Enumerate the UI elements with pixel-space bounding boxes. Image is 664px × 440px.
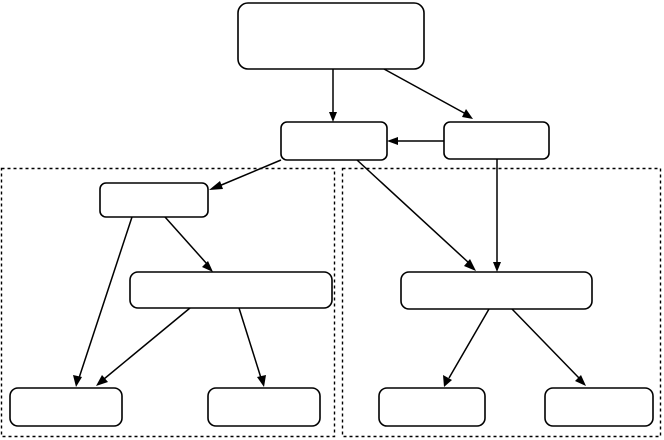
edge-left-wide-to-leaf-1 <box>96 307 191 386</box>
arrowhead-icon <box>387 137 398 145</box>
edge-group <box>73 68 586 387</box>
edge-l2-right-to-right-wide <box>493 159 501 272</box>
edge-line <box>511 308 580 379</box>
edge-line <box>383 68 467 115</box>
edge-line <box>103 307 191 380</box>
arrowhead-icon <box>464 259 476 271</box>
arrowhead-icon <box>493 262 501 272</box>
node-left-mid[interactable] <box>99 182 209 218</box>
cluster-left-boundary <box>0 167 336 438</box>
node-leaf-2[interactable] <box>207 387 321 427</box>
arrowhead-icon <box>575 375 586 386</box>
node-l2-left-box[interactable] <box>280 121 388 161</box>
edge-line <box>78 216 133 379</box>
edge-left-mid-to-leaf-1 <box>73 216 133 387</box>
edge-left-mid-to-left-wide <box>164 216 213 272</box>
node-leaf-4-box[interactable] <box>544 387 654 427</box>
node-root-box[interactable] <box>237 2 425 70</box>
node-l2-right[interactable] <box>443 121 550 160</box>
node-right-wide-box[interactable] <box>400 271 593 310</box>
node-right-wide[interactable] <box>400 271 593 310</box>
edge-line <box>164 216 208 265</box>
node-left-mid-box[interactable] <box>99 182 209 218</box>
edge-line <box>218 159 282 187</box>
edge-line <box>238 307 262 379</box>
cluster-group <box>0 167 662 438</box>
cluster-right-boundary <box>341 167 662 438</box>
edge-l2-right-to-l2-left <box>387 137 444 145</box>
node-leaf-4[interactable] <box>544 387 654 427</box>
edge-right-wide-to-leaf-3 <box>443 308 490 387</box>
node-leaf-3-box[interactable] <box>378 387 486 427</box>
arrowhead-icon <box>209 181 223 190</box>
arrowhead-icon <box>202 261 213 272</box>
node-leaf-1[interactable] <box>9 387 123 427</box>
node-group <box>9 2 654 427</box>
node-leaf-1-box[interactable] <box>9 387 123 427</box>
arrowhead-icon <box>329 112 337 122</box>
arrowhead-icon <box>443 375 452 387</box>
arrowhead-icon <box>96 375 108 386</box>
arrowhead-icon <box>73 375 82 387</box>
node-leaf-2-box[interactable] <box>207 387 321 427</box>
edge-l2-left-to-left-mid <box>209 159 282 190</box>
node-left-wide-box[interactable] <box>129 271 333 309</box>
edge-right-wide-to-leaf-4 <box>511 308 586 386</box>
edge-root-to-l2-right <box>383 68 473 119</box>
node-l2-right-box[interactable] <box>443 121 550 160</box>
edge-l2-left-to-right-wide <box>356 159 476 271</box>
edge-root-to-l2-left <box>329 69 337 122</box>
arrowhead-icon <box>462 109 473 119</box>
node-l2-left[interactable] <box>280 121 388 161</box>
arrowhead-icon <box>257 375 266 387</box>
node-left-wide[interactable] <box>129 271 333 309</box>
edge-left-wide-to-leaf-2 <box>238 307 266 387</box>
node-root[interactable] <box>237 2 425 70</box>
node-leaf-3[interactable] <box>378 387 486 427</box>
edge-line <box>448 308 490 379</box>
edge-line <box>356 159 470 264</box>
